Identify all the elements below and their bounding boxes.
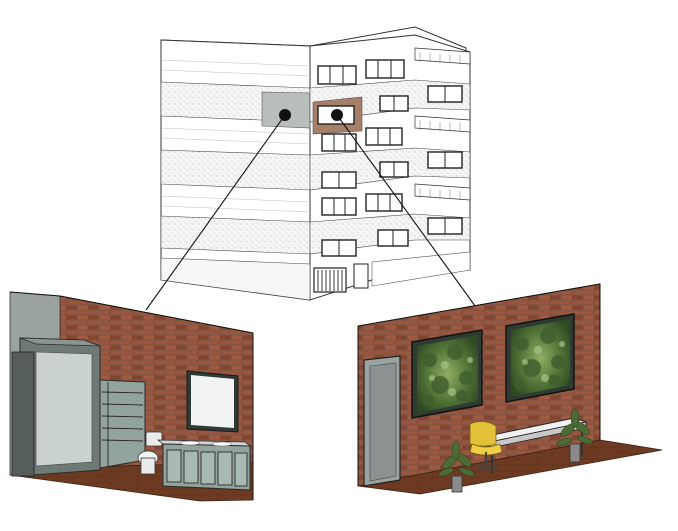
leader-line-right [336,114,479,311]
building-icon [160,26,471,301]
plant-icon [556,408,593,463]
leader-line-left [145,114,286,311]
plant-icon [438,440,475,493]
office-scene-icon [357,283,663,495]
bathroom-scene-icon [9,291,254,502]
